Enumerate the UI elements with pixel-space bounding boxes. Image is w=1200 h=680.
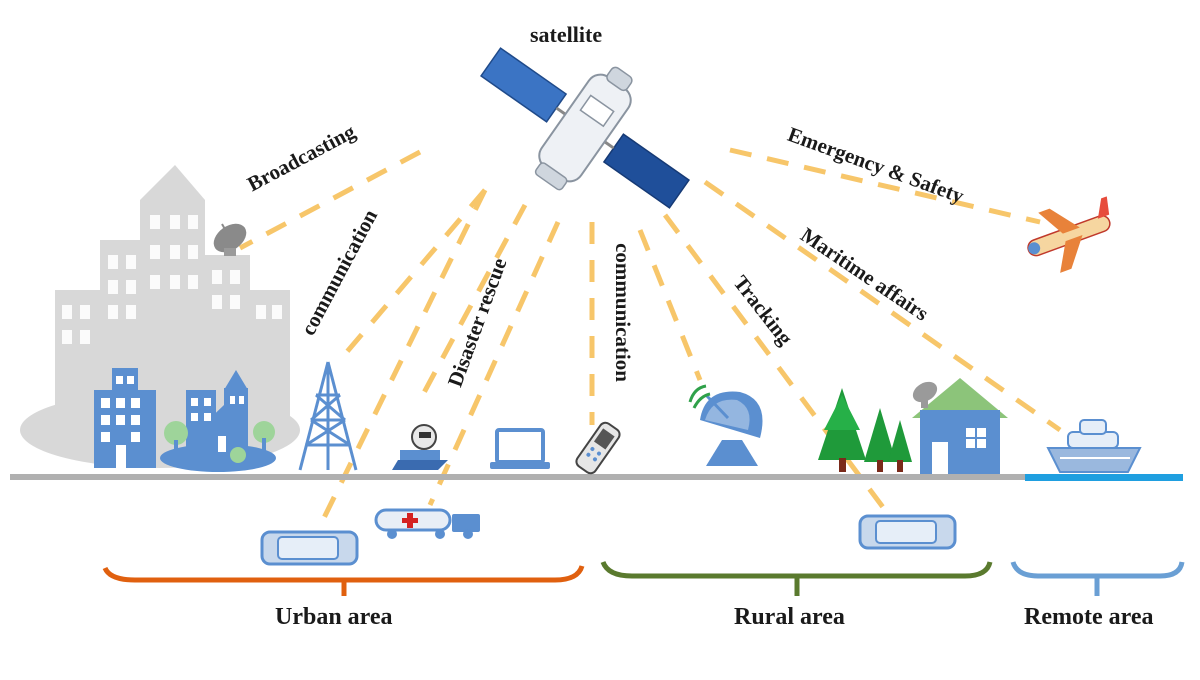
- remote-bracket: [1010, 561, 1185, 579]
- office-building-icon: [94, 368, 156, 468]
- label-communication-center: communication: [610, 243, 635, 382]
- link-emergency: [729, 147, 1041, 225]
- urban-bracket: [102, 565, 585, 583]
- satellite-title: satellite: [530, 22, 603, 47]
- satellite-dish-icon: [213, 223, 247, 256]
- sea-line: [1025, 474, 1183, 481]
- ground-line: [10, 474, 1025, 480]
- area-label-rural: Rural area: [734, 604, 845, 630]
- link-broadcasting: [238, 149, 422, 251]
- link-maritime: [703, 179, 1062, 433]
- handheld-terminal-icon: [392, 424, 448, 470]
- airplane-icon: [1027, 196, 1111, 273]
- link-communication-car: [315, 188, 488, 532]
- town-icon: [160, 370, 276, 472]
- car-icon: [858, 514, 957, 550]
- phone-icon: [575, 421, 621, 475]
- laptop-icon: [490, 428, 550, 469]
- area-label-urban: Urban area: [275, 604, 393, 630]
- link-disaster-rescue-truck: [427, 220, 561, 507]
- dish-antenna-icon: [688, 384, 763, 466]
- radio-tower-icon: [298, 361, 358, 471]
- satellite-icon: [480, 47, 690, 209]
- link-rural-dish: [637, 229, 703, 381]
- link-lines: [238, 147, 1062, 532]
- rural-bracket: [600, 560, 993, 579]
- ship-icon: [1046, 419, 1142, 473]
- house-icon: [912, 378, 1008, 474]
- car-icon: [260, 530, 359, 566]
- link-tracking: [662, 213, 888, 512]
- area-label-remote: Remote area: [1024, 604, 1154, 630]
- trees-icon: [818, 388, 912, 472]
- ambulance-truck-icon: [374, 508, 480, 539]
- skyline-windows: [62, 215, 282, 344]
